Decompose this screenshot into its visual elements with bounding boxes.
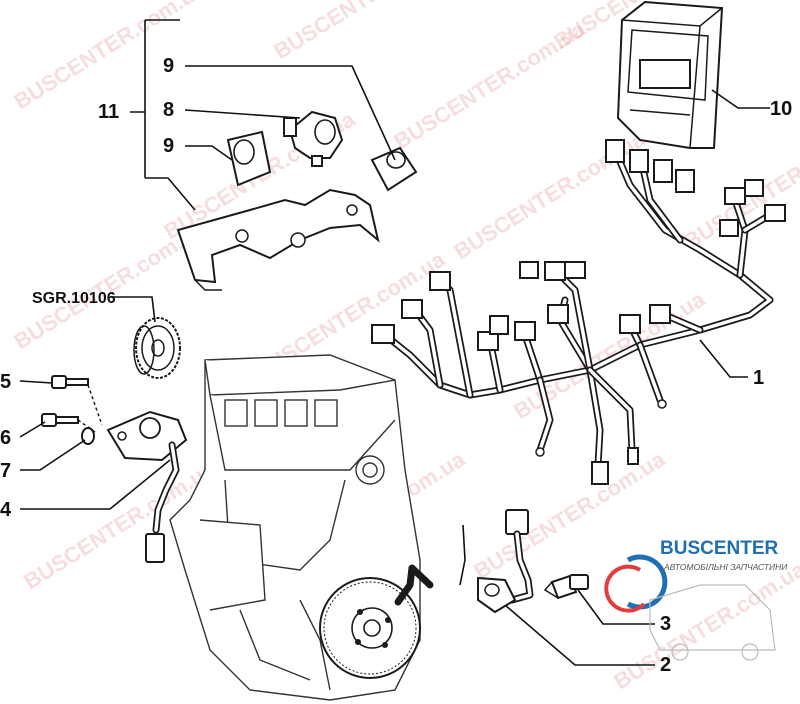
bolt-5 — [51, 375, 89, 389]
crank-sensor-lead — [394, 564, 434, 606]
sensor-9-right — [370, 146, 418, 192]
callout-10: 10 — [770, 98, 792, 120]
logo-swoosh-icon — [604, 564, 646, 613]
separator-line — [459, 524, 466, 586]
buscenter-logo: BUSCENTER АВТОМОБІЛЬНІ ЗАПЧАСТИНИ — [604, 538, 788, 661]
callout-11: 11 — [98, 101, 119, 123]
watermark: BUSCENTER.com.ua — [389, 16, 589, 154]
timing-pulley — [133, 317, 181, 379]
bolt-6 — [41, 413, 79, 427]
temperature-sensor — [543, 574, 589, 600]
callout-9-top: 9 — [163, 55, 174, 77]
callout-3: 3 — [660, 613, 671, 635]
ecu-unit — [616, 0, 724, 149]
callout-8: 8 — [163, 99, 174, 121]
leader-lines — [19, 19, 770, 666]
sensor-bracket — [176, 188, 380, 291]
logo-name: BUSCENTER — [660, 538, 779, 559]
watermark: BUSCENTER.com.ua — [509, 286, 709, 424]
wiring-harness — [371, 139, 786, 485]
cam-sensor — [106, 410, 188, 563]
watermark: BUSCENTER.com.ua — [469, 446, 669, 584]
watermark: BUSCENTER.com.ua — [269, 0, 469, 64]
callout-6: 6 — [0, 427, 11, 449]
logo-arc-icon — [626, 554, 668, 610]
callout-1: 1 — [753, 367, 764, 389]
callout-2: 2 — [660, 654, 671, 676]
callout-9-lower: 9 — [163, 135, 174, 157]
van-outline-icon — [649, 584, 776, 651]
logo-subtitle: АВТОМОБІЛЬНІ ЗАПЧАСТИНИ — [663, 562, 788, 572]
callout-4: 4 — [0, 499, 12, 521]
callout-5: 5 — [0, 371, 11, 393]
callouts: 11 9 8 9 SGR.10106 5 6 7 4 10 1 3 2 — [0, 55, 792, 676]
sensor-9-left — [226, 130, 272, 187]
watermark: BUSCENTER.com.ua — [9, 0, 209, 114]
callout-sgr: SGR.10106 — [32, 290, 116, 307]
sensor-8-center — [283, 110, 344, 167]
crank-sensor — [477, 509, 534, 614]
callout-7: 7 — [0, 460, 11, 482]
